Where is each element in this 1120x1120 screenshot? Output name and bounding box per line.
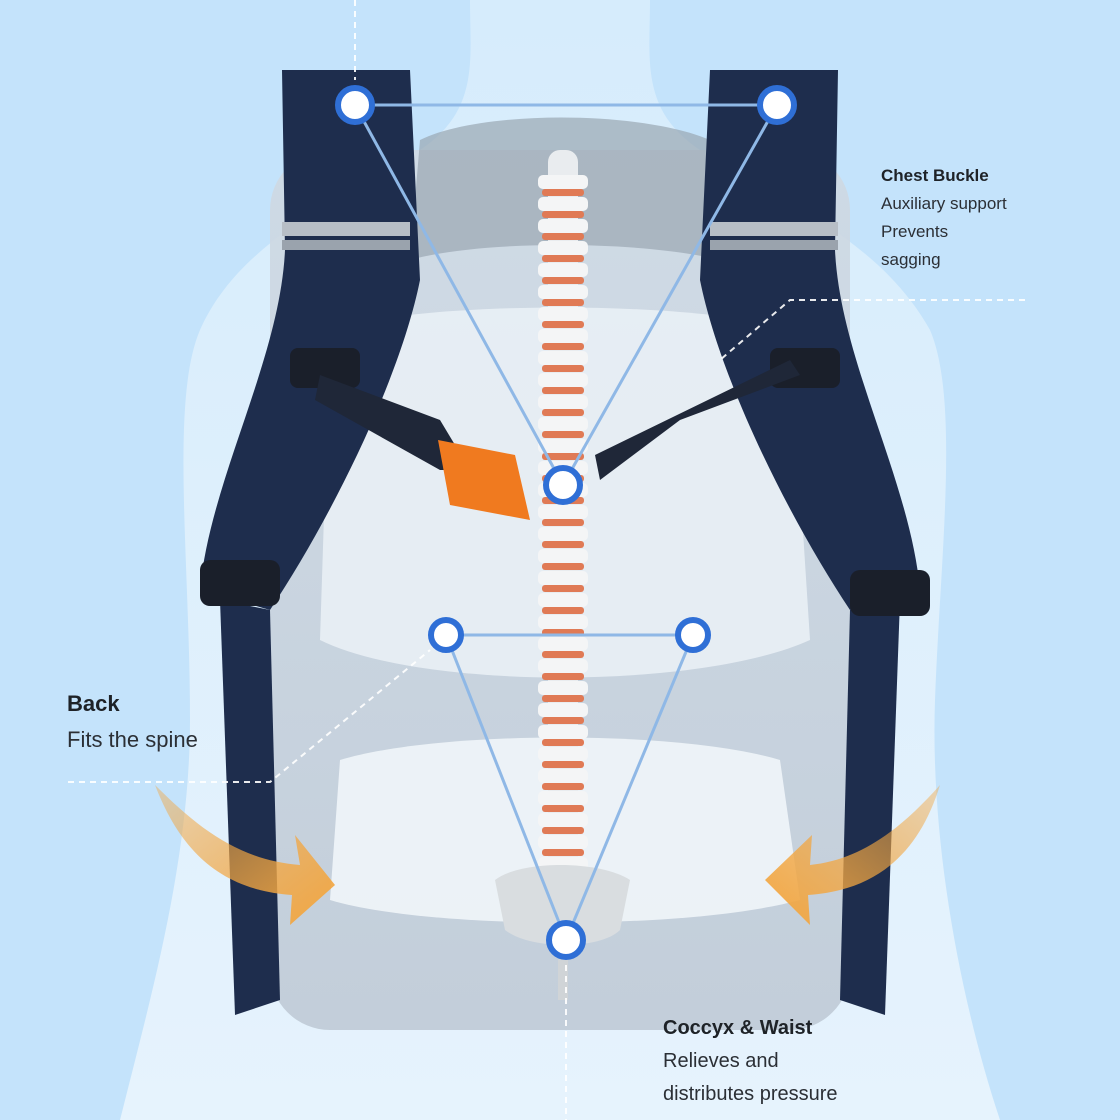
- spinal-disc: [542, 189, 584, 196]
- spinal-disc: [542, 739, 584, 746]
- support-nodes: [335, 85, 797, 960]
- spinal-disc: [542, 607, 584, 614]
- spinal-disc: [542, 585, 584, 592]
- leader-lines: [68, 0, 1025, 1120]
- vertebra: [538, 505, 588, 519]
- right-arrow-icon: [765, 785, 940, 925]
- spinal-disc: [542, 695, 584, 702]
- spinal-disc: [542, 673, 584, 680]
- spinal-disc: [542, 651, 584, 658]
- node-chest: [543, 465, 583, 505]
- vertebra: [538, 241, 588, 255]
- spinal-disc: [542, 387, 584, 394]
- spinal-disc: [542, 343, 584, 350]
- spinal-disc: [542, 365, 584, 372]
- vertebra: [538, 285, 588, 299]
- vertebra: [538, 615, 588, 629]
- vertebra: [538, 439, 588, 453]
- chest-buckle-icon: [438, 440, 530, 520]
- vertebra: [538, 681, 588, 695]
- chest-buckle-label: Chest Buckle Auxiliary support Prevents …: [881, 162, 1007, 274]
- chest-buckle-line-1: Auxiliary support: [881, 194, 1007, 213]
- vertebra: [538, 571, 588, 585]
- vertebra: [538, 373, 588, 387]
- vertebra: [538, 307, 588, 321]
- back-title: Back: [67, 691, 120, 716]
- node-left-shoulder: [335, 85, 375, 125]
- spinal-disc: [542, 211, 584, 218]
- left-arrow-icon: [155, 785, 335, 925]
- coccyx-waist-title: Coccyx & Waist: [663, 1017, 813, 1039]
- vertebra: [538, 703, 588, 717]
- spinal-disc: [542, 541, 584, 548]
- spinal-disc: [542, 717, 584, 724]
- spinal-disc: [542, 849, 584, 856]
- vertebra: [538, 747, 588, 761]
- vertebra: [538, 659, 588, 673]
- spinal-disc: [542, 783, 584, 790]
- vertebra: [538, 769, 588, 783]
- vertebra: [538, 197, 588, 211]
- spinal-disc: [542, 321, 584, 328]
- spinal-disc: [542, 563, 584, 570]
- vertebra: [538, 637, 588, 651]
- coccyx-waist-line-1: Relieves and: [663, 1050, 779, 1072]
- vertebra: [538, 351, 588, 365]
- vertebra: [538, 175, 588, 189]
- vertebra: [538, 395, 588, 409]
- spinal-disc: [542, 277, 584, 284]
- support-lines: [353, 103, 779, 941]
- spine: [495, 150, 630, 1000]
- vertebra: [538, 263, 588, 277]
- node-right-back: [675, 617, 711, 653]
- spinal-disc: [542, 409, 584, 416]
- node-right-shoulder: [757, 85, 797, 125]
- spinal-disc: [542, 431, 584, 438]
- back-label: Back Fits the spine: [67, 686, 198, 758]
- vertebra: [538, 813, 588, 827]
- back-line-1: Fits the spine: [67, 727, 198, 752]
- spinal-disc: [542, 827, 584, 834]
- spinal-disc: [542, 761, 584, 768]
- coccyx-waist-label: Coccyx & Waist Relieves and distributes …: [663, 1012, 838, 1111]
- vertebra: [538, 527, 588, 541]
- chest-buckle-title: Chest Buckle: [881, 166, 989, 185]
- vertebra: [538, 593, 588, 607]
- left-shoulder-strap: [200, 70, 420, 1015]
- vertebra: [538, 329, 588, 343]
- vertebra: [538, 417, 588, 431]
- chest-buckle-line-3: sagging: [881, 250, 941, 269]
- right-shoulder-strap: [700, 70, 930, 1015]
- coccyx-waist-line-2: distributes pressure: [663, 1083, 838, 1105]
- spinal-disc: [542, 519, 584, 526]
- spinal-disc: [542, 299, 584, 306]
- vertebra: [538, 219, 588, 233]
- spinal-disc: [542, 805, 584, 812]
- spinal-disc: [542, 453, 584, 460]
- vertebra: [538, 725, 588, 739]
- chest-strap: [315, 360, 800, 520]
- spinal-disc: [542, 255, 584, 262]
- chest-buckle-line-2: Prevents: [881, 222, 949, 241]
- vertebra: [538, 835, 588, 849]
- vertebra: [538, 549, 588, 563]
- spinal-disc: [542, 233, 584, 240]
- node-left-back: [428, 617, 464, 653]
- node-coccyx: [546, 920, 586, 960]
- vertebra: [538, 791, 588, 805]
